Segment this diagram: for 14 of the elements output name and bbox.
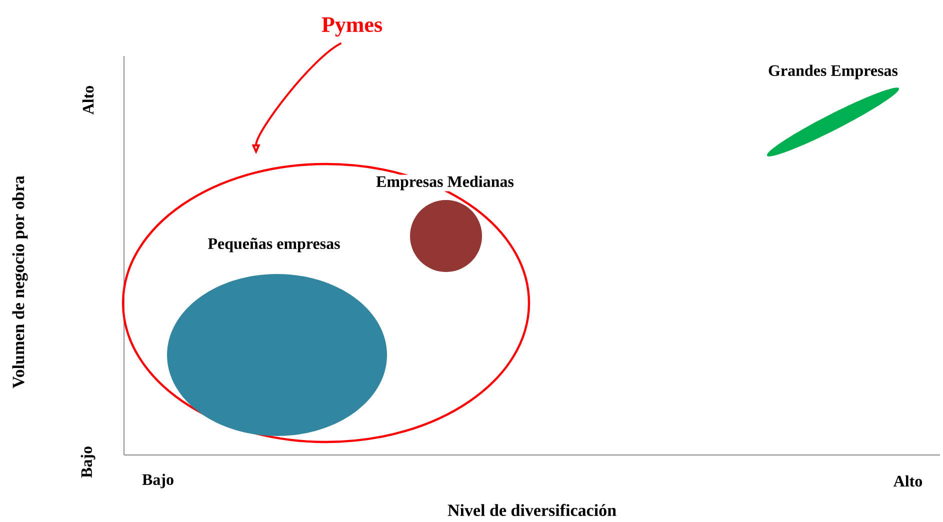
bubble-label: Grandes Empresas — [767, 64, 899, 80]
axis-tick-label: Bajo — [142, 474, 174, 488]
bubble-label: Pequeñas empresas — [206, 236, 342, 254]
axis-title: Volumen de negocio por obra — [12, 176, 28, 388]
bubble — [767, 88, 899, 156]
axis-tick-label: Alto — [82, 86, 94, 114]
group-ellipse — [122, 162, 530, 444]
bubble-label: Empresas Medianas — [375, 174, 515, 192]
title-text: Pymes — [322, 17, 382, 37]
bubble — [167, 274, 387, 436]
bubble — [410, 200, 482, 272]
axis-tick-label: Bajo — [80, 446, 96, 478]
axis-title: Nivel de diversificación — [448, 504, 616, 516]
axis-tick-label: Alto — [894, 475, 922, 487]
